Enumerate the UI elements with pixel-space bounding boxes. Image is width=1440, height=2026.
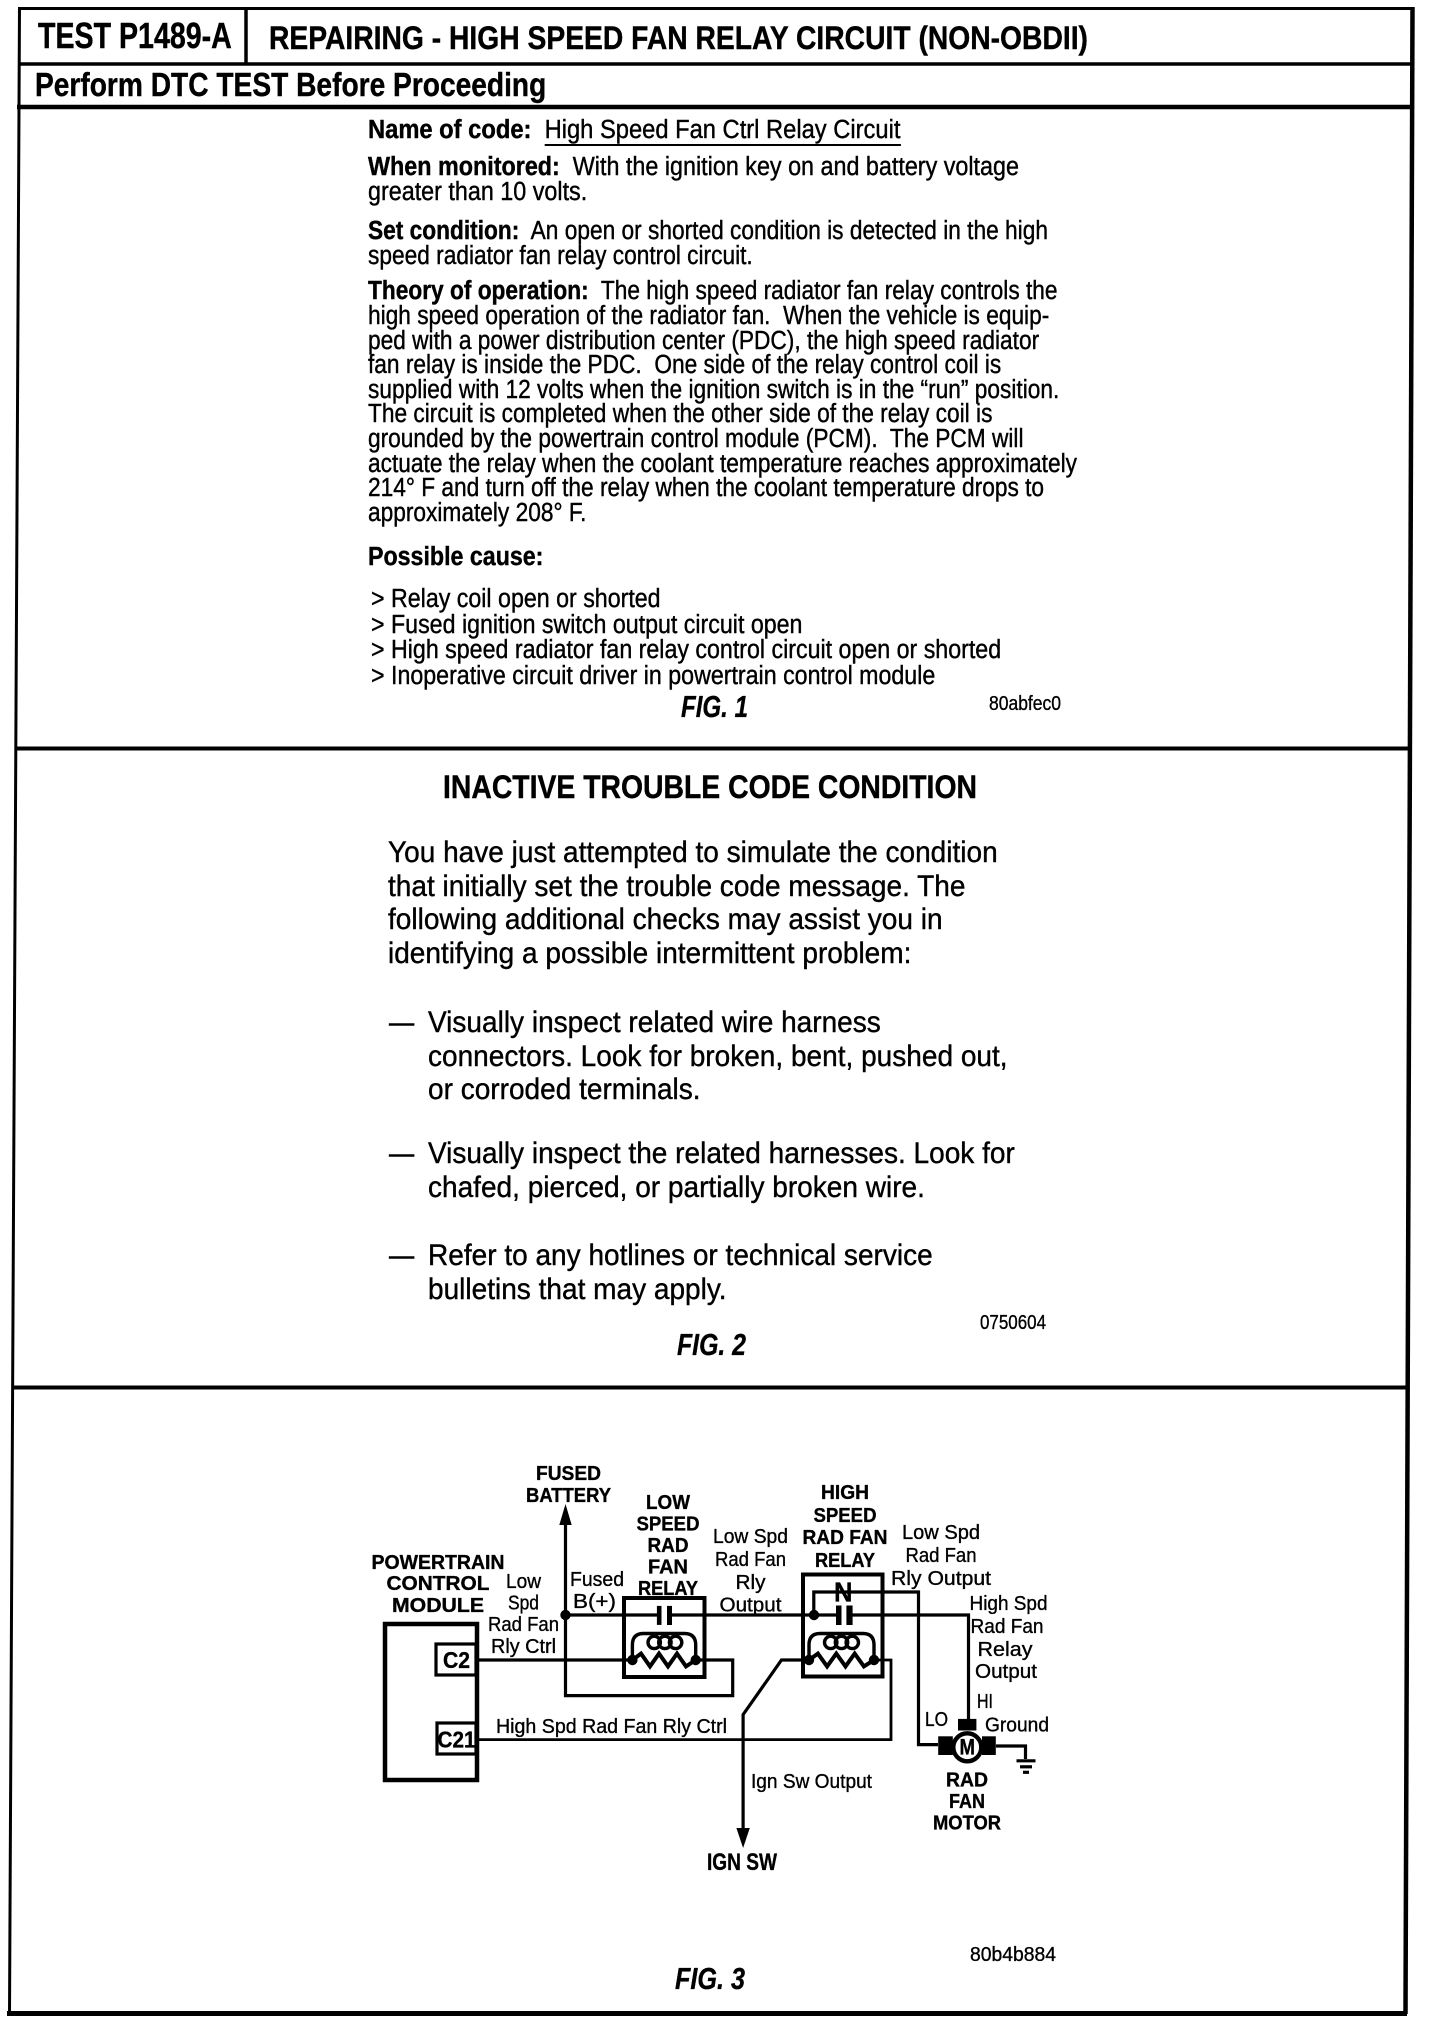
svg-text:BATTERY: BATTERY (526, 1485, 612, 1507)
svg-text:MOTOR: MOTOR (933, 1813, 1002, 1835)
svg-text:LOW: LOW (646, 1492, 690, 1514)
svg-text:80b4b884: 80b4b884 (970, 1943, 1056, 1966)
svg-text:MODULE: MODULE (392, 1595, 484, 1617)
svg-text:Ign Sw Output: Ign Sw Output (751, 1771, 872, 1793)
svg-text:POWERTRAIN: POWERTRAIN (372, 1552, 505, 1574)
svg-text:Fused: Fused (570, 1569, 624, 1591)
svg-text:HIGH: HIGH (821, 1482, 869, 1504)
svg-text:FIG. 3: FIG. 3 (675, 1961, 745, 1996)
svg-text:0750604: 0750604 (980, 1311, 1046, 1334)
svg-text:Rly: Rly (736, 1572, 766, 1594)
svg-text:C2: C2 (443, 1647, 470, 1673)
svg-text:CONTROL: CONTROL (387, 1573, 490, 1595)
svg-text:RAD FAN: RAD FAN (803, 1527, 888, 1549)
svg-text:Rly Ctrl: Rly Ctrl (491, 1636, 556, 1658)
svg-text:LO: LO (925, 1709, 948, 1731)
svg-text:Output: Output (975, 1661, 1037, 1683)
svg-text:Rad Fan: Rad Fan (715, 1549, 786, 1571)
svg-text:Relay: Relay (978, 1639, 1033, 1661)
svg-text:FIG. 2: FIG. 2 (677, 1327, 746, 1362)
svg-text:RAD: RAD (648, 1535, 689, 1557)
svg-text:Ground: Ground (985, 1715, 1049, 1737)
svg-text:IGN SW: IGN SW (707, 1849, 777, 1876)
svg-text:FAN: FAN (648, 1557, 688, 1579)
svg-text:Low: Low (506, 1571, 542, 1593)
svg-text:B(+): B(+) (573, 1591, 616, 1613)
svg-text:High Spd: High Spd (970, 1593, 1048, 1615)
svg-text:RAD: RAD (946, 1770, 988, 1792)
svg-text:Low Spd: Low Spd (902, 1522, 980, 1544)
svg-text:C21: C21 (438, 1727, 476, 1753)
svg-text:Rly Output: Rly Output (891, 1568, 991, 1590)
svg-text:FUSED: FUSED (536, 1463, 601, 1485)
svg-text:Output: Output (720, 1595, 782, 1617)
svg-text:Rad Fan: Rad Fan (488, 1614, 559, 1636)
svg-text:Spd: Spd (508, 1593, 539, 1615)
svg-text:SPEED: SPEED (637, 1514, 700, 1536)
svg-text:Rad Fan: Rad Fan (906, 1545, 977, 1567)
svg-text:FIG. 1: FIG. 1 (681, 689, 748, 724)
svg-text:RELAY: RELAY (815, 1550, 876, 1572)
svg-text:SPEED: SPEED (814, 1505, 877, 1527)
svg-text:HI: HI (977, 1691, 993, 1713)
svg-text:Low Spd: Low Spd (713, 1526, 788, 1548)
svg-text:FAN: FAN (949, 1791, 985, 1813)
svg-text:N: N (834, 1577, 853, 1608)
svg-text:M: M (960, 1735, 976, 1760)
svg-text:Rad Fan: Rad Fan (971, 1616, 1044, 1638)
svg-text:RELAY: RELAY (638, 1578, 699, 1600)
svg-text:High Spd Rad Fan Rly Ctrl: High Spd Rad Fan Rly Ctrl (496, 1716, 727, 1738)
svg-text:80abfec0: 80abfec0 (989, 692, 1061, 715)
